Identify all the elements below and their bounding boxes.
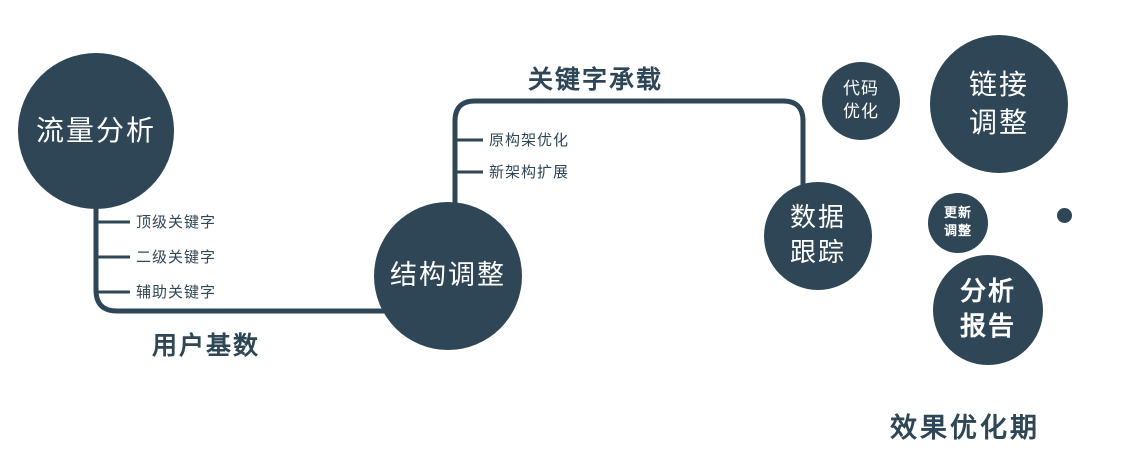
node-update-adjustment-label: 更新 调整	[943, 206, 972, 239]
caption-effect-optimization-period: 效果优化期	[890, 413, 1040, 444]
node-structure-adjustment-label: 结构调整	[390, 259, 506, 291]
node-link-adjustment-label: 链接 调整	[968, 68, 1029, 139]
node-code-optimization: 代码 优化	[822, 62, 900, 140]
edge-traffic-to-structure	[93, 190, 405, 314]
node-data-tracking-label: 数据 跟踪	[789, 202, 846, 268]
branch-label-arch-expand: 新架构扩展	[489, 163, 570, 181]
branch-label-second-keyword: 二级关键字	[136, 248, 217, 266]
edge-label-user-base: 用户基数	[152, 331, 261, 360]
branch-label-aux-keyword: 辅助关键字	[136, 283, 217, 301]
edge-structure-to-tracking	[452, 98, 806, 210]
node-analysis-report-label: 分析 报告	[959, 276, 1016, 342]
node-analysis-report: 分析 报告	[933, 255, 1043, 365]
node-update-adjustment: 更新 调整	[928, 193, 988, 253]
node-traffic-analysis: 流量分析	[18, 53, 174, 209]
branch-label-top-keyword: 顶级关键字	[136, 213, 217, 231]
edge-label-keyword-carry: 关键字承载	[528, 65, 664, 94]
node-structure-adjustment: 结构调整	[374, 202, 522, 350]
small-dot	[1057, 208, 1072, 223]
node-data-tracking: 数据 跟踪	[764, 182, 872, 290]
branch-label-arch-optimize: 原构架优化	[489, 131, 570, 149]
node-link-adjustment: 链接 调整	[930, 35, 1068, 173]
node-traffic-analysis-label: 流量分析	[35, 114, 156, 148]
node-code-optimization-label: 代码 优化	[843, 79, 879, 122]
